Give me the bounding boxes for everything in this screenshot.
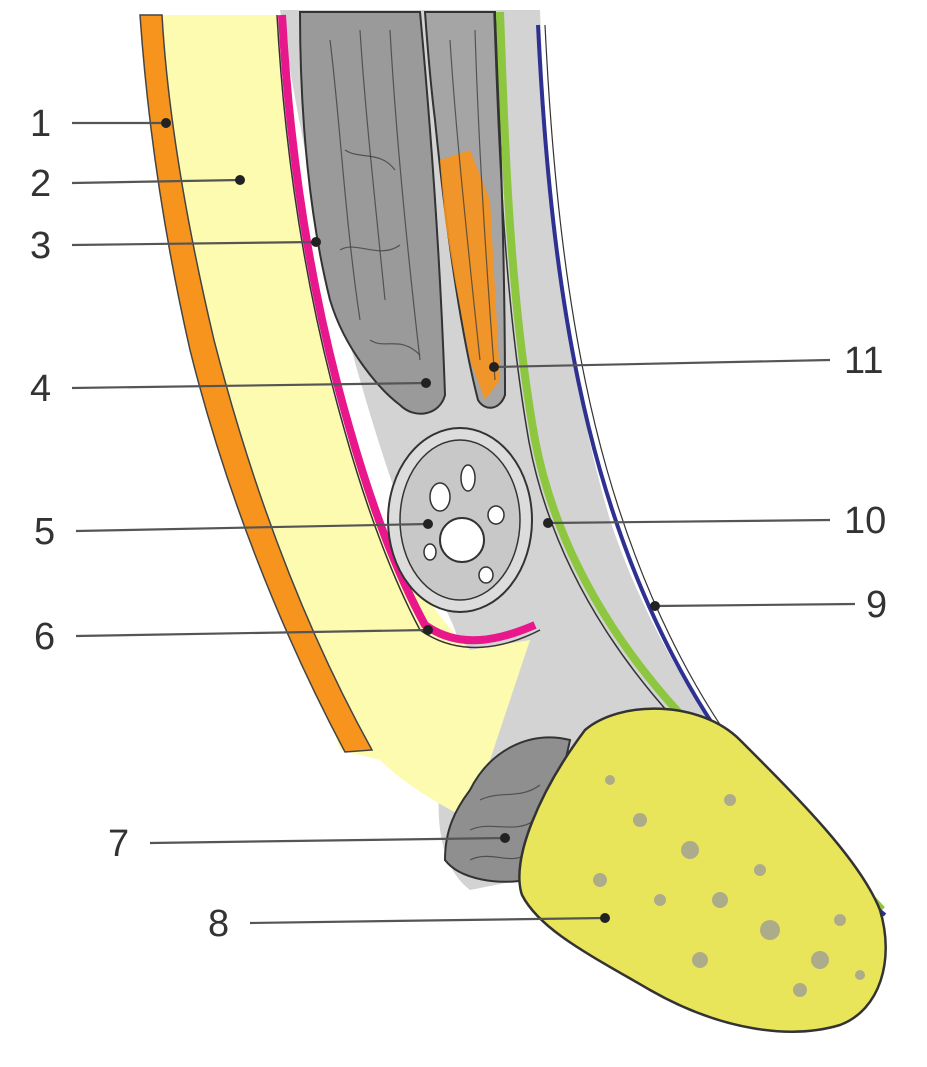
label-2: 2: [30, 163, 51, 205]
muscle-fiber: [344, 149, 396, 171]
muscle-fiber: [369, 339, 421, 356]
muscle-belly: [298, 11, 447, 415]
magenta-fascia: [278, 14, 537, 645]
muscle-fiber: [389, 29, 421, 361]
fascicle: [429, 482, 451, 512]
muscle-fiber: [479, 784, 541, 801]
blue-layer-outline: [544, 24, 778, 801]
label-6: 6: [34, 616, 55, 658]
fascicle: [423, 543, 437, 561]
vessel-center: [439, 517, 485, 563]
label-10: 10: [844, 500, 886, 542]
fascicle: [487, 505, 505, 525]
label-9: 9: [866, 584, 887, 626]
label-4: 4: [30, 368, 51, 410]
label-8: 8: [208, 903, 229, 945]
label-3: 3: [30, 225, 51, 267]
orange-skin-layer: [139, 14, 374, 753]
muscle-fiber: [474, 29, 496, 381]
muscle-fiber: [359, 29, 386, 301]
muscle-fiber: [469, 819, 536, 831]
leader-dots: [161, 118, 660, 923]
magenta-fascia-outline: [276, 14, 541, 649]
bone: [518, 707, 887, 1033]
green-layer-outline: [493, 11, 755, 796]
muscle-fiber: [329, 39, 361, 321]
fascicle: [478, 566, 494, 584]
label-11: 11: [844, 340, 883, 382]
bone-trabeculae: [593, 775, 865, 997]
fascicle: [460, 464, 476, 492]
label-7: 7: [108, 823, 129, 865]
muscle-fiber: [339, 244, 401, 252]
muscle-fiber: [449, 39, 481, 361]
orange-streaks: [440, 150, 500, 400]
label-1: 1: [30, 103, 51, 145]
leader-lines: [71, 121, 856, 925]
label-5: 5: [34, 511, 55, 553]
fat-layer: [160, 15, 530, 820]
